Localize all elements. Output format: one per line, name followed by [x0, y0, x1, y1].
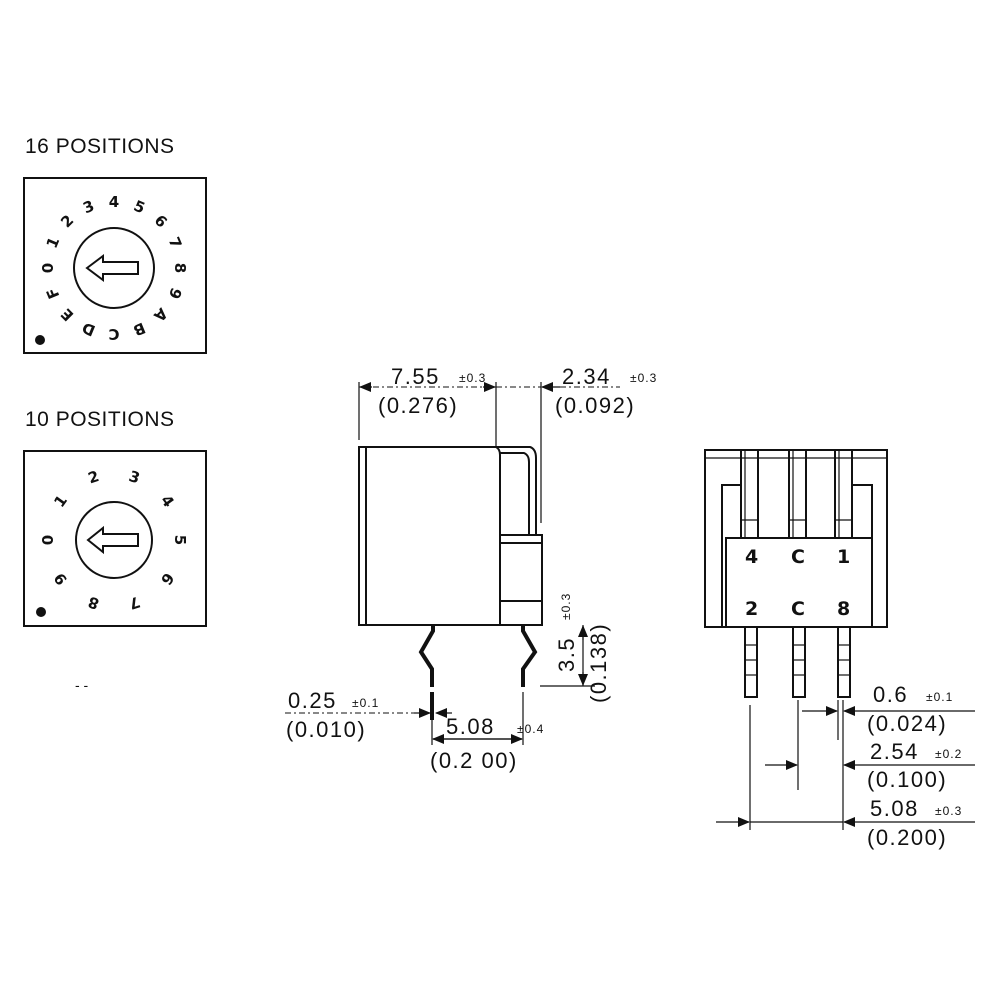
pin-channel: [740, 449, 759, 539]
dial-label-B: B: [131, 318, 148, 339]
inch-0.276: (0.276): [378, 393, 458, 418]
dim-0.25: 0.25: [288, 688, 337, 713]
inch-0.010: (0.010): [286, 717, 366, 742]
dim-2.34: 2.34: [562, 364, 611, 389]
dial-label-8: 8: [86, 593, 101, 613]
dim-2.54: 2.54: [870, 739, 919, 764]
dial-label-2: 2: [86, 467, 101, 487]
dial-label-1: 1: [50, 492, 71, 511]
inch-0.100: (0.100): [867, 767, 947, 792]
front-view: [704, 449, 975, 830]
dial-label-0: 0: [39, 535, 57, 545]
dial-label-5: 5: [171, 535, 189, 545]
dial-label-8: 8: [171, 263, 189, 273]
dial-label-D: D: [80, 318, 98, 339]
pin: [744, 626, 758, 698]
dial-label-E: E: [57, 305, 77, 325]
arrow-left-icon: [85, 254, 139, 282]
dim-7.55: 7.55: [391, 364, 440, 389]
pin: [792, 626, 806, 698]
dial-label-4: 4: [157, 492, 178, 511]
dial-label-7: 7: [127, 593, 142, 613]
tol-3.5: ±0.3: [559, 593, 573, 620]
dial-label-6: 6: [157, 569, 178, 588]
dial-label-F: F: [43, 285, 64, 301]
dial-10-heading: 10 POSITIONS: [25, 408, 175, 431]
pin-label-8: 8: [837, 598, 850, 620]
dial-label-6: 6: [151, 211, 171, 231]
pin-label-c-top: C: [791, 546, 805, 568]
dial-label-2: 2: [57, 211, 77, 231]
dial-label-3: 3: [127, 467, 142, 487]
index-dot-icon: [36, 607, 46, 617]
pin-label-2: 2: [745, 598, 758, 620]
dial-label-C: C: [108, 325, 119, 343]
pin-channel: [788, 449, 807, 539]
inch-0.138: (0.138): [586, 623, 611, 703]
dial-label-7: 7: [165, 234, 186, 251]
dial-16-heading: 16 POSITIONS: [25, 135, 175, 158]
dial-label-0: 0: [39, 263, 57, 273]
tol-2.54: ±0.2: [935, 747, 962, 761]
dim-5.08-front: 5.08: [870, 796, 919, 821]
dim-5.08-side: 5.08: [446, 714, 495, 739]
dial-10-switch: 0 12 34 5 67 89: [23, 450, 207, 627]
pin-channel: [834, 449, 853, 539]
dial-label-1: 1: [43, 234, 64, 251]
dial-label-4: 4: [109, 193, 119, 211]
inch-0.200-side: (0.2 00): [430, 748, 518, 773]
tol-5.08-side: ±0.4: [517, 722, 544, 736]
dial-label-A: A: [150, 304, 171, 325]
tol-2.34: ±0.3: [630, 371, 657, 385]
tol-5.08-front: ±0.3: [935, 804, 962, 818]
dial-label-9: 9: [50, 569, 71, 588]
stray-mark: - -: [75, 677, 89, 693]
dim-3.5: 3.5: [554, 637, 579, 672]
pin-label-4: 4: [745, 546, 758, 568]
index-dot-icon: [35, 335, 45, 345]
inch-0.200-front: (0.200): [867, 825, 947, 850]
tol-0.6: ±0.1: [926, 690, 953, 704]
pin-label-c-bottom: C: [791, 598, 805, 620]
pin: [837, 626, 851, 698]
inch-0.092: (0.092): [555, 393, 635, 418]
inch-0.024: (0.024): [867, 711, 947, 736]
tol-7.55: ±0.3: [459, 371, 486, 385]
dim-0.6: 0.6: [873, 682, 908, 707]
tol-0.25: ±0.1: [352, 696, 379, 710]
dial-label-5: 5: [131, 197, 148, 218]
dial-label-9: 9: [165, 285, 186, 302]
pin-label-1: 1: [837, 546, 850, 568]
arrow-left-icon: [86, 525, 139, 555]
side-view: [285, 382, 620, 745]
dial-label-3: 3: [80, 197, 97, 218]
